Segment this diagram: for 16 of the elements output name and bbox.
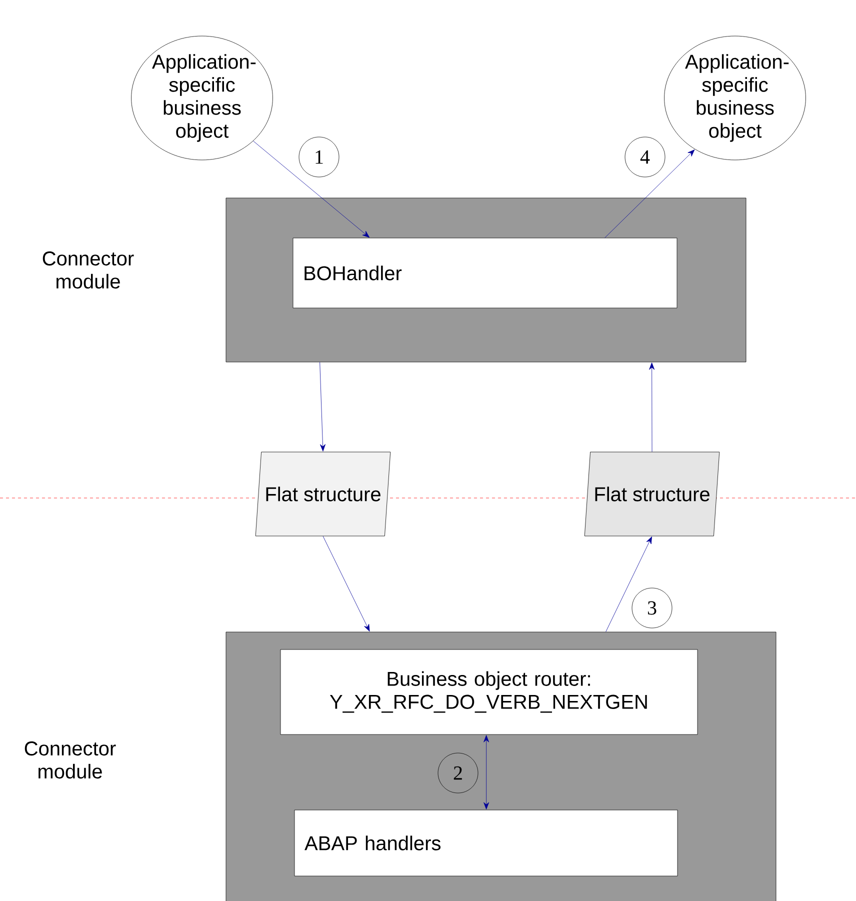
arrow [253, 140, 370, 238]
callout-number: 2 [438, 752, 478, 794]
module-label: Connector module [42, 251, 134, 289]
handler-box: ABAP handlers [294, 810, 678, 876]
handler-box: Business object router: Y_XR_RFC_DO_VERB_NEXTGEN [280, 649, 698, 735]
arrow [604, 150, 695, 238]
callout-number: 4 [624, 136, 666, 178]
module-label: Connector module [24, 741, 116, 779]
arrow [320, 362, 326, 452]
arrow [322, 536, 370, 632]
arrow [484, 735, 490, 810]
callout-number: 3 [632, 588, 672, 628]
arrow [649, 362, 655, 452]
handler-box: BOHandler [292, 238, 678, 308]
arrow [606, 536, 652, 632]
callout-number: 1 [298, 136, 340, 178]
